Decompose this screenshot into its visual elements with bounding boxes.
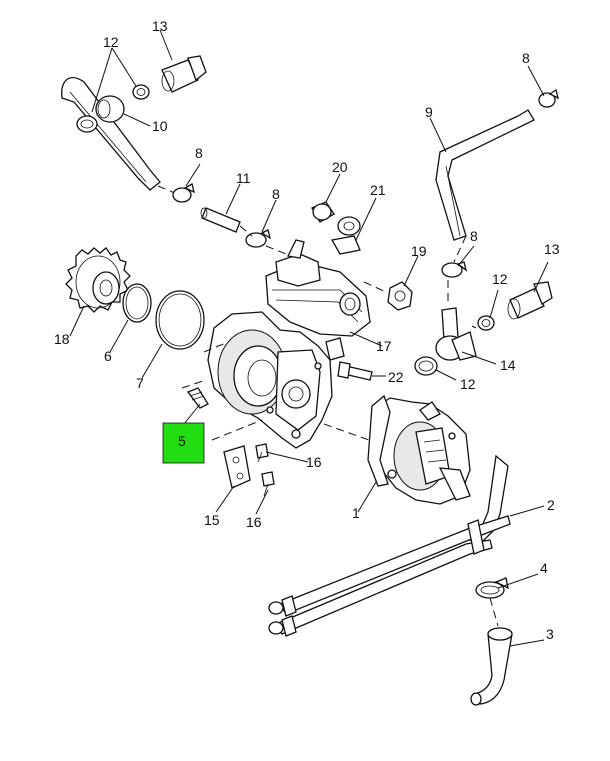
part-tube-11	[200, 207, 241, 233]
leader-dash-bracket	[211, 419, 263, 441]
part-o-ring-12-right-lower	[414, 356, 438, 376]
callout-9: 9	[425, 104, 433, 120]
part-hose-3	[470, 627, 513, 706]
callout-10: 10	[152, 118, 168, 134]
callout-20: 20	[332, 159, 348, 175]
callout-14: 14	[500, 357, 516, 373]
part-bracket-15	[223, 445, 251, 489]
callout-8-mid: 8	[272, 186, 280, 202]
part-clamp-4	[475, 577, 509, 599]
part-fitting-10	[95, 95, 125, 123]
callout-12-left: 12	[103, 34, 119, 50]
part-bolt-16-upper	[255, 443, 269, 463]
leader-dash-clamp	[265, 245, 287, 255]
callout-16-lower: 16	[246, 514, 262, 530]
callout-16-upper: 16	[306, 454, 322, 470]
part-bolt-16-lower	[261, 471, 275, 497]
part-clamp-8-top-right	[538, 88, 559, 108]
part-fitting-19	[387, 281, 413, 311]
part-clamp-8-right	[441, 261, 468, 278]
callout-18: 18	[54, 331, 70, 347]
part-o-ring-12-mid	[132, 84, 150, 100]
leader-dash-oring	[203, 341, 229, 353]
callout-12-right: 12	[492, 271, 508, 287]
callout-8-top-right: 8	[522, 50, 530, 66]
part-fitting-14	[435, 307, 477, 361]
callout-22: 22	[388, 369, 404, 385]
callout-6: 6	[104, 348, 112, 364]
part-gear-18	[65, 247, 131, 313]
part-bolt-22	[337, 361, 373, 381]
callout-1: 1	[352, 505, 360, 521]
part-banjo-bolt-13-left	[161, 55, 207, 93]
highlight-box-5[interactable]	[162, 422, 205, 464]
part-seal-21	[330, 216, 361, 255]
callout-11: 11	[236, 170, 251, 186]
part-clamp-8-left	[172, 183, 195, 203]
callout-19: 19	[411, 243, 427, 259]
leader-lines	[69, 29, 549, 647]
part-o-ring-12-right	[477, 315, 495, 331]
part-o-ring-6	[122, 283, 152, 323]
callout-7: 7	[136, 375, 144, 391]
leader-dash-14	[471, 325, 477, 329]
part-lines-2	[268, 454, 511, 637]
part-pump-body	[207, 311, 333, 449]
part-clamp-8-mid	[245, 229, 272, 248]
callout-8-right: 8	[470, 228, 478, 244]
part-steering-pump-1	[367, 394, 471, 505]
part-o-ring-12-left	[76, 115, 98, 133]
callout-4: 4	[540, 560, 548, 576]
callout-13-right: 13	[544, 241, 560, 257]
callout-13-left: 13	[152, 18, 168, 34]
part-banjo-bolt-13-right	[507, 281, 553, 320]
part-pump-head-17	[265, 239, 371, 361]
callout-15: 15	[204, 512, 220, 528]
callout-17: 17	[376, 338, 392, 354]
callout-21: 21	[370, 182, 386, 198]
callout-8-left: 8	[195, 145, 203, 161]
leader-dash-body-right	[323, 423, 381, 445]
part-hose-9	[435, 109, 535, 241]
leader-dash-9	[453, 235, 467, 263]
part-plug-20	[311, 201, 335, 223]
part-hose-upper-left	[61, 77, 161, 191]
callout-5[interactable]: 5	[178, 433, 186, 449]
leader-dash-hose	[157, 185, 183, 197]
callout-3: 3	[546, 626, 554, 642]
leader-dash-19	[363, 281, 387, 293]
part-o-ring-7	[155, 290, 205, 350]
callout-12-right-lower: 12	[460, 376, 476, 392]
callout-2: 2	[547, 497, 555, 513]
leader-dash-5	[181, 379, 207, 389]
leader-dash-tube	[239, 225, 253, 237]
part-stud-5	[186, 387, 209, 409]
leader-dash-4	[489, 597, 499, 627]
